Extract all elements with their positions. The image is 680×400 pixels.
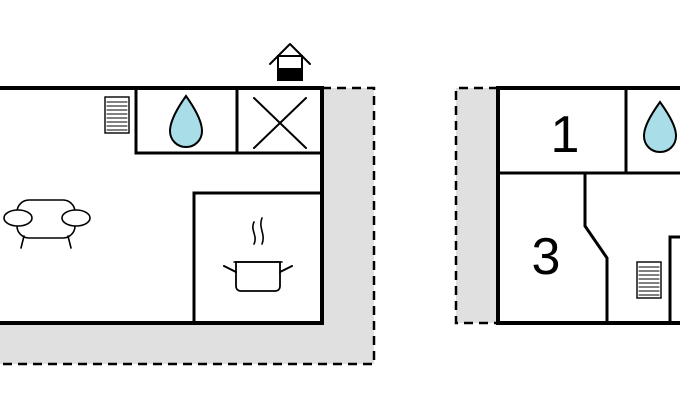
room-number-3: 3 xyxy=(532,228,561,286)
balcony-outline xyxy=(454,86,498,325)
kitchen-pot-icon xyxy=(223,217,293,292)
water-drop-icon xyxy=(168,94,204,149)
sofa-icon xyxy=(3,199,91,249)
bathroom-wall xyxy=(134,88,322,155)
kitchen-wall xyxy=(192,191,322,323)
cross-icon xyxy=(253,97,307,149)
balcony-area xyxy=(456,88,498,323)
room-side-wall xyxy=(668,235,680,323)
terrace-outline xyxy=(0,86,376,366)
ground-floor xyxy=(0,43,376,366)
room-1-wall xyxy=(498,88,680,175)
room-number-1: 1 xyxy=(551,106,580,164)
radiator-icon xyxy=(636,261,662,299)
room-3-wall xyxy=(583,173,609,323)
terrace-area xyxy=(0,88,374,364)
ground-floor-walls xyxy=(0,86,324,325)
entrance-icon xyxy=(269,43,311,81)
upper-floor-walls xyxy=(496,86,680,325)
upper-floor: 1 3 xyxy=(454,86,680,325)
water-drop-icon xyxy=(642,100,678,154)
radiator-icon xyxy=(104,96,130,134)
